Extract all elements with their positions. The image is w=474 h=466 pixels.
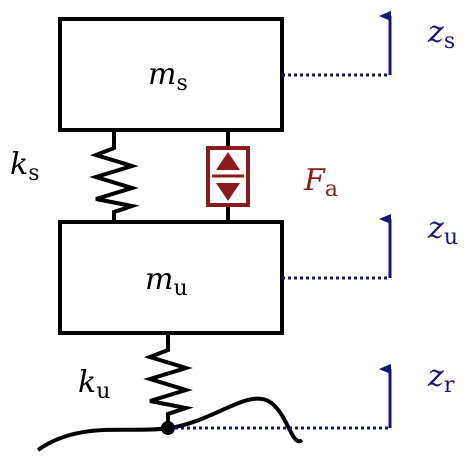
z-unsprung-label: zu [427, 211, 458, 250]
unsprung-mass-label: mu [145, 262, 188, 301]
z-sprung-label: zs [427, 15, 455, 54]
suspension-spring [89, 130, 140, 222]
sprung-mass-block [58, 17, 284, 132]
road-contact-point [161, 421, 175, 435]
unsprung-mass-block [58, 220, 284, 335]
tire-spring [143, 333, 194, 428]
actuator-up-triangle [216, 152, 240, 170]
road-profile [36, 396, 304, 452]
actuator-force-label: Fa [303, 163, 338, 202]
actuator-down-triangle [216, 183, 240, 201]
z-road-label: zr [427, 359, 455, 398]
actuator [206, 130, 250, 222]
sprung-mass-label: ms [148, 57, 188, 96]
suspension-spring-label: ks [10, 147, 39, 186]
reference-lines [175, 73, 390, 430]
tire-spring-label: ku [78, 365, 110, 404]
